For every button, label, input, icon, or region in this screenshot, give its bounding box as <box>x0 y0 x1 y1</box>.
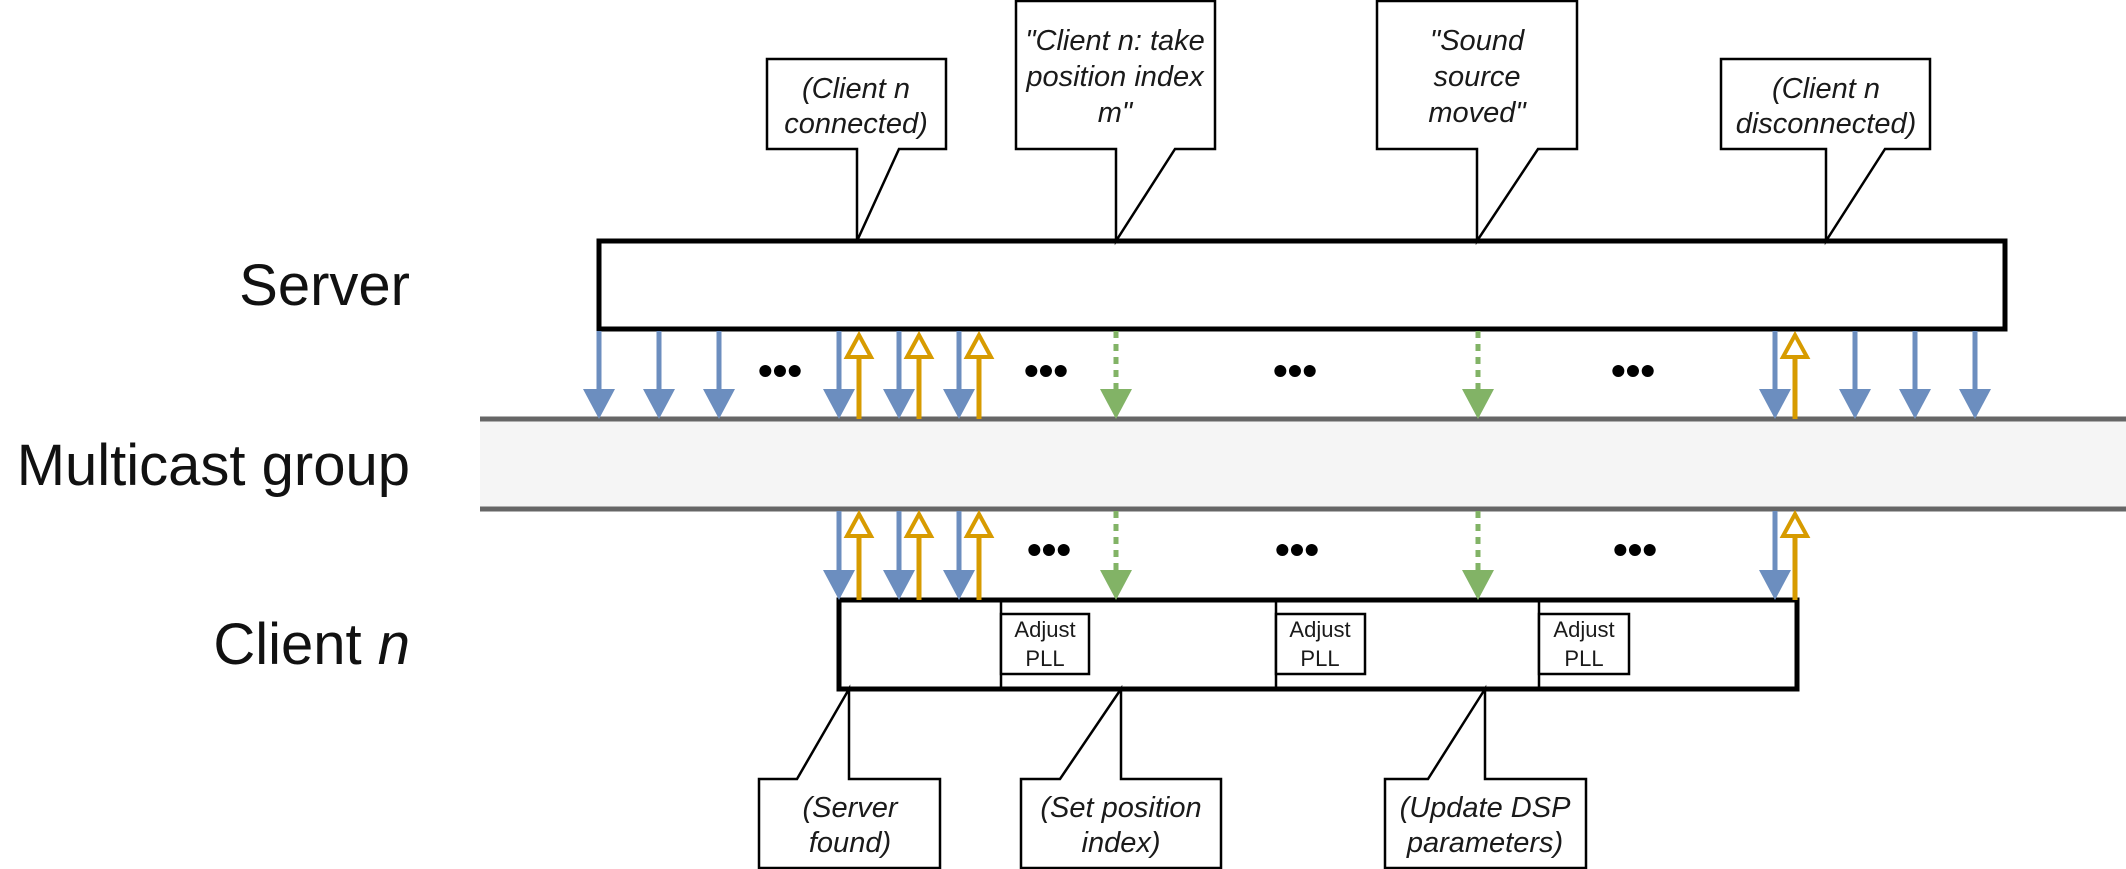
server-callout: (Client n connected) <box>765 57 948 242</box>
blue-down-arrow <box>643 331 675 419</box>
blue-down-arrow <box>1759 511 1791 600</box>
callout-line: moved" <box>1428 97 1527 129</box>
callout-line: index) <box>1082 827 1161 859</box>
blue-down-arrow <box>583 331 615 419</box>
multicast-band <box>480 419 2126 509</box>
orange-up-arrow <box>963 330 995 419</box>
green-down-arrow <box>1100 331 1132 419</box>
arrows-layer <box>583 330 1991 600</box>
client-row-label: Client n <box>213 612 410 677</box>
ellipsis: ••• <box>1275 526 1319 573</box>
blue-down-arrow <box>1759 331 1791 419</box>
client-callout: (Server found) <box>757 684 942 869</box>
pll-box: Adjust PLL <box>1537 612 1631 676</box>
pll-box-line: PLL <box>1564 646 1603 671</box>
pll-box: Adjust PLL <box>999 612 1091 676</box>
orange-up-arrow <box>1779 330 1811 419</box>
server-callout: (Client n disconnected) <box>1719 57 1932 246</box>
callout-line: (Set position <box>1040 792 1201 824</box>
callout-line: "Sound <box>1430 25 1525 57</box>
callout-line: connected) <box>784 108 928 140</box>
blue-down-arrow <box>1899 331 1931 419</box>
server-row-label: Server <box>239 253 410 318</box>
callout-line: parameters) <box>1406 827 1563 859</box>
pll-box-line: Adjust <box>1289 617 1350 642</box>
callout-line: "Client n: take <box>1025 25 1205 57</box>
callout-line: position index <box>1025 61 1205 93</box>
ellipsis: ••• <box>1027 526 1071 573</box>
client-callout: (Set position index) <box>1019 684 1223 869</box>
blue-down-arrow <box>883 331 915 419</box>
callout-line: found) <box>809 827 891 859</box>
blue-down-arrow <box>883 511 915 600</box>
pll-box-line: PLL <box>1025 646 1064 671</box>
blue-down-arrow <box>943 331 975 419</box>
ellipsis: ••• <box>1273 347 1317 394</box>
green-down-arrow <box>1462 331 1494 419</box>
orange-up-arrow <box>843 330 875 419</box>
blue-down-arrow <box>1839 331 1871 419</box>
green-down-arrow <box>1462 511 1494 600</box>
ellipsis: ••• <box>1613 526 1657 573</box>
blue-down-arrow <box>823 511 855 600</box>
blue-down-arrow <box>823 331 855 419</box>
orange-up-arrow <box>903 330 935 419</box>
ellipsis: ••• <box>1611 347 1655 394</box>
green-down-arrow <box>1100 511 1132 600</box>
multicast-row-label: Multicast group <box>17 433 410 498</box>
callout-line: (Update DSP <box>1400 792 1572 824</box>
orange-up-arrow <box>1779 509 1811 600</box>
blue-down-arrow <box>703 331 735 419</box>
server-callout: "Client n: take position index m" <box>1014 0 1217 246</box>
blue-down-arrow <box>943 511 975 600</box>
orange-up-arrow <box>843 509 875 600</box>
callout-line: m" <box>1098 97 1134 129</box>
callout-line: (Client n <box>1772 73 1880 105</box>
pll-box-line: Adjust <box>1014 617 1075 642</box>
callout-line: disconnected) <box>1736 108 1917 140</box>
orange-up-arrow <box>963 509 995 600</box>
client-callout: (Update DSP parameters) <box>1383 684 1588 869</box>
orange-up-arrow <box>903 509 935 600</box>
pll-box-line: Adjust <box>1553 617 1614 642</box>
pll-box: Adjust PLL <box>1274 612 1367 676</box>
ellipsis: ••• <box>1024 347 1068 394</box>
blue-down-arrow <box>1959 331 1991 419</box>
callout-line: (Server <box>802 792 898 824</box>
server-bar <box>596 238 2008 332</box>
server-callout: "Sound source moved" <box>1375 0 1579 246</box>
ellipsis: ••• <box>758 347 802 394</box>
pll-box-line: PLL <box>1300 646 1339 671</box>
callout-line: source <box>1433 61 1520 93</box>
callout-line: (Client n <box>802 73 910 105</box>
